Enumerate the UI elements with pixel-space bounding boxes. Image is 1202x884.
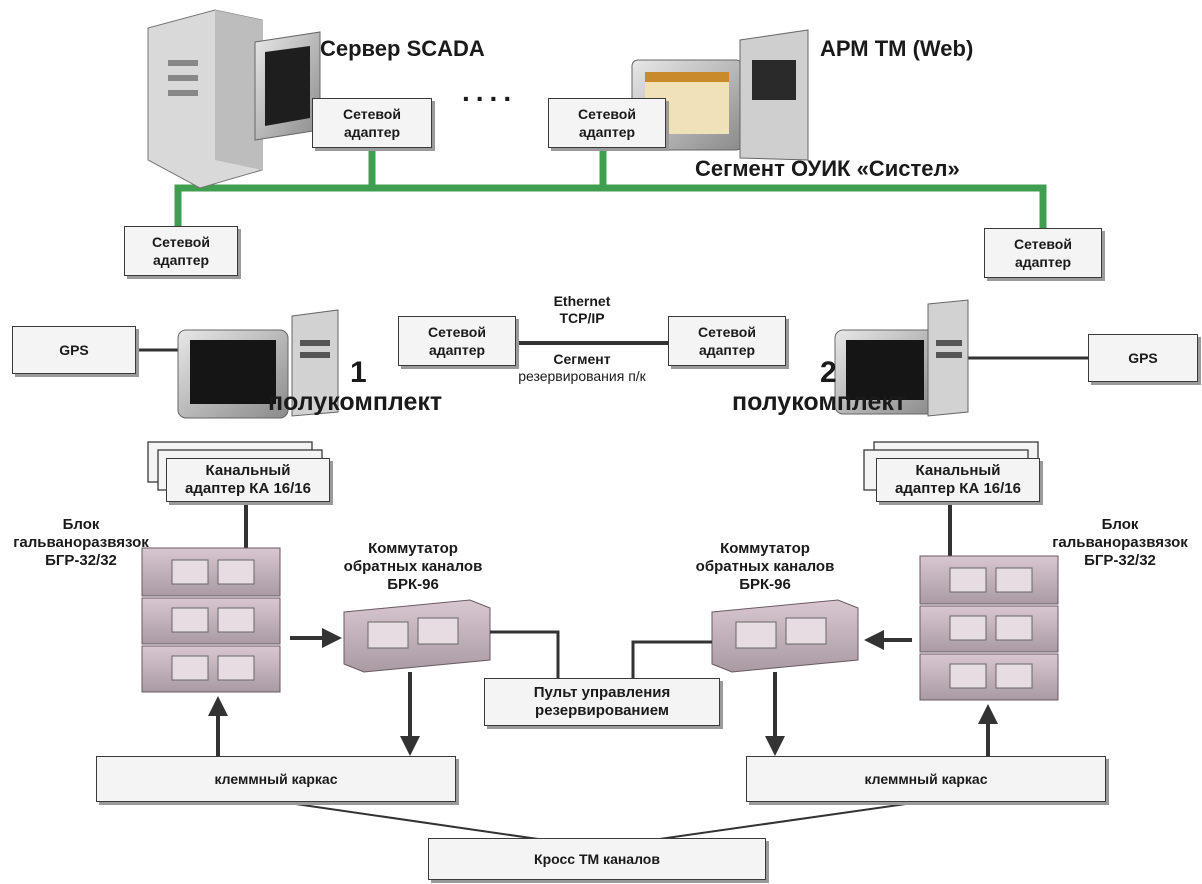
bgr-left-label: Блок гальваноразвязок БГР-32/32 bbox=[8, 516, 154, 570]
gps-right: GPS bbox=[1088, 334, 1198, 382]
control-panel-box: Пульт управления резервированием bbox=[484, 678, 720, 726]
segment-desc-label: резервирования п/к bbox=[518, 368, 646, 384]
brk-left-line2: обратных каналов bbox=[343, 558, 483, 575]
half-set-1-number: 1 bbox=[350, 356, 367, 389]
brk-right-line1: Коммутатор bbox=[720, 540, 810, 557]
network-bus bbox=[174, 148, 1047, 230]
half-set-2-number: 2 bbox=[820, 356, 837, 389]
terminal-frame-right: клеммный каркас bbox=[746, 756, 1106, 802]
brk-right-line3: БРК-96 bbox=[739, 576, 791, 593]
control-panel-line1: Пульт управления bbox=[533, 684, 671, 701]
ellipsis-dots: .... bbox=[462, 76, 518, 107]
brk-left-line3: БРК-96 bbox=[387, 576, 439, 593]
bgr-right-line1: Блок bbox=[1101, 516, 1139, 533]
bgr-right-line2: гальваноразвязок bbox=[1052, 534, 1188, 551]
bgr-right-line3: БГР-32/32 bbox=[1084, 552, 1156, 569]
bgr-left-line1: Блок bbox=[62, 516, 100, 533]
brk-left-label: Коммутатор обратных каналов БРК-96 bbox=[328, 540, 498, 594]
bgr-right-label: Блок гальваноразвязок БГР-32/32 bbox=[1040, 516, 1200, 570]
cross-tm-channels-box: Кросс ТМ каналов bbox=[428, 838, 766, 880]
half-set-2-computer-icon bbox=[834, 299, 1088, 417]
channel-adapter-left-line2: адаптер КА 16/16 bbox=[185, 480, 311, 497]
half-set-1-computer-icon bbox=[136, 309, 339, 419]
brk-left-line1: Коммутатор bbox=[368, 540, 458, 557]
scada-server-label: Сервер SCADA bbox=[320, 36, 485, 61]
channel-adapter-left: Канальный адаптер КА 16/16 bbox=[166, 458, 330, 502]
ethernet-label: Ethernet bbox=[553, 293, 611, 309]
channel-adapter-left-line1: Канальный bbox=[205, 462, 291, 479]
channel-adapter-right-line1: Канальный bbox=[915, 462, 1001, 479]
scada-server-computer-icon bbox=[147, 9, 321, 189]
brk-switch-right bbox=[711, 599, 859, 673]
bgr-rack-left bbox=[141, 547, 281, 693]
brk-right-label: Коммутатор обратных каналов БРК-96 bbox=[680, 540, 850, 594]
bgr-left-line3: БГР-32/32 bbox=[45, 552, 117, 569]
gps-left: GPS bbox=[12, 326, 136, 374]
bgr-left-line2: гальваноразвязок bbox=[13, 534, 149, 551]
half-set-1-label: полукомплект bbox=[268, 388, 443, 416]
brk-right-line2: обратных каналов bbox=[695, 558, 835, 575]
brk-switch-left bbox=[343, 599, 491, 673]
segment-label: Сегмент ОУИК «Систел» bbox=[695, 156, 960, 181]
channel-adapter-right: Канальный адаптер КА 16/16 bbox=[876, 458, 1040, 502]
half-set-2-label: полукомплект bbox=[732, 388, 907, 416]
terminal-frame-left: клеммный каркас bbox=[96, 756, 456, 802]
control-panel-line2: резервированием bbox=[535, 702, 669, 719]
tcpip-label: TCP/IP bbox=[559, 310, 605, 326]
arm-tm-label: АРМ ТМ (Web) bbox=[820, 36, 974, 61]
segment-word-label: Сегмент bbox=[553, 351, 611, 367]
channel-adapter-right-line2: адаптер КА 16/16 bbox=[895, 480, 1021, 497]
bgr-rack-right bbox=[919, 555, 1059, 701]
